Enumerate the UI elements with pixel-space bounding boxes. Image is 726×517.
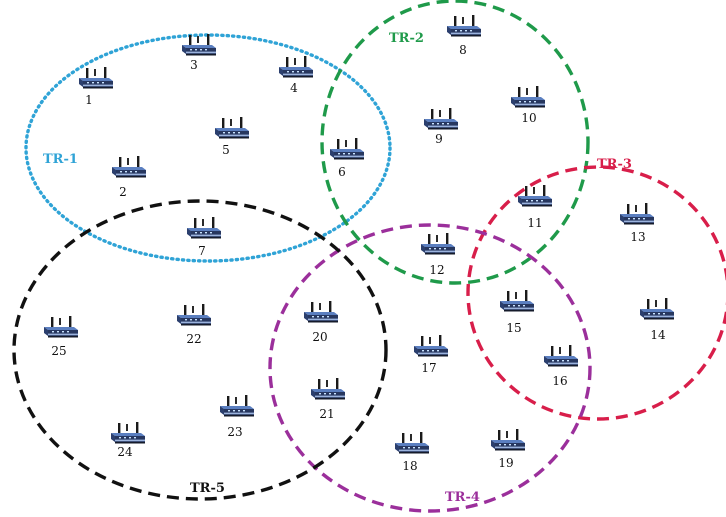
router-8: 8 — [447, 15, 481, 57]
wireless-router-icon — [620, 203, 654, 225]
wireless-router-icon — [447, 15, 481, 37]
router-22: 22 — [177, 304, 211, 346]
router-label: 24 — [117, 445, 133, 459]
router-14: 14 — [640, 298, 674, 342]
router-11: 11 — [518, 185, 552, 230]
wireless-router-icon — [500, 290, 534, 312]
router-24: 24 — [111, 422, 145, 459]
router-12: 12 — [421, 233, 455, 277]
router-18: 18 — [395, 432, 429, 473]
wireless-router-icon — [187, 217, 221, 239]
wireless-router-icon — [304, 301, 338, 323]
wireless-router-icon — [279, 56, 313, 78]
wireless-router-icon — [511, 86, 545, 108]
router-16: 16 — [544, 345, 578, 388]
router-label: 7 — [198, 244, 206, 258]
router-label: 12 — [429, 263, 444, 277]
router-10: 10 — [511, 86, 545, 125]
region-tr-3-boundary — [466, 165, 726, 421]
router-label: 9 — [435, 132, 443, 146]
router-13: 13 — [620, 203, 654, 244]
router-15: 15 — [500, 290, 534, 335]
router-label: 11 — [527, 216, 542, 230]
region-tr-4-boundary — [268, 223, 592, 513]
wireless-router-icon — [424, 108, 458, 130]
router-25: 25 — [44, 316, 78, 358]
router-label: 3 — [190, 58, 198, 72]
wireless-router-icon — [421, 233, 455, 255]
wireless-router-icon — [544, 345, 578, 367]
router-label: 1 — [85, 93, 93, 107]
router-23: 23 — [220, 395, 254, 439]
router-label: 21 — [319, 407, 334, 421]
router-5: 5 — [215, 117, 249, 157]
router-label: 16 — [552, 374, 567, 388]
router-1: 1 — [79, 67, 113, 107]
wireless-router-icon — [640, 298, 674, 320]
router-4: 4 — [279, 56, 313, 95]
router-label: 13 — [630, 230, 645, 244]
wireless-router-icon — [311, 378, 345, 400]
region-tr-5-boundary — [12, 199, 388, 501]
wireless-router-icon — [79, 67, 113, 89]
router-21: 21 — [311, 378, 345, 421]
region-tr-4-label: TR-4 — [445, 490, 480, 505]
region-tr-2-boundary — [320, 0, 590, 285]
region-tr-2-label: TR-2 — [389, 31, 424, 46]
wireless-router-icon — [220, 395, 254, 417]
router-19: 19 — [491, 429, 525, 470]
region-tr-3-label: TR-3 — [597, 157, 632, 172]
router-label: 15 — [506, 321, 521, 335]
wireless-router-icon — [44, 316, 78, 338]
wireless-router-icon — [112, 156, 146, 178]
router-2: 2 — [112, 156, 146, 199]
router-17: 17 — [414, 335, 448, 375]
router-label: 17 — [421, 361, 436, 375]
wireless-router-icon — [111, 422, 145, 444]
region-tr-1-label: TR-1 — [43, 152, 78, 167]
router-7: 7 — [187, 217, 221, 258]
wireless-router-icon — [414, 335, 448, 357]
wireless-router-icon — [182, 34, 216, 56]
router-label: 10 — [521, 111, 536, 125]
wireless-router-icon — [330, 138, 364, 160]
wireless-router-icon — [215, 117, 249, 139]
router-label: 23 — [227, 425, 242, 439]
regions-layer: TR-1 TR-2TR-3TR-4 TR-5 — [12, 0, 726, 513]
router-label: 5 — [222, 143, 230, 157]
router-3: 3 — [182, 34, 216, 72]
router-label: 8 — [459, 43, 467, 57]
router-20: 20 — [304, 301, 338, 344]
wireless-router-icon — [491, 429, 525, 451]
router-label: 19 — [498, 456, 513, 470]
region-tr-1-boundary — [24, 33, 392, 263]
wireless-router-icon — [395, 432, 429, 454]
router-label: 2 — [119, 185, 127, 199]
router-label: 25 — [51, 344, 66, 358]
router-label: 22 — [186, 332, 201, 346]
router-label: 4 — [290, 81, 298, 95]
router-6: 6 — [330, 138, 364, 179]
wireless-router-icon — [177, 304, 211, 326]
router-label: 14 — [650, 328, 666, 342]
router-9: 9 — [424, 108, 458, 146]
router-label: 6 — [338, 165, 346, 179]
router-label: 20 — [312, 330, 327, 344]
region-tr-5-label: TR-5 — [190, 481, 225, 496]
wireless-router-icon — [518, 185, 552, 207]
router-label: 18 — [402, 459, 417, 473]
